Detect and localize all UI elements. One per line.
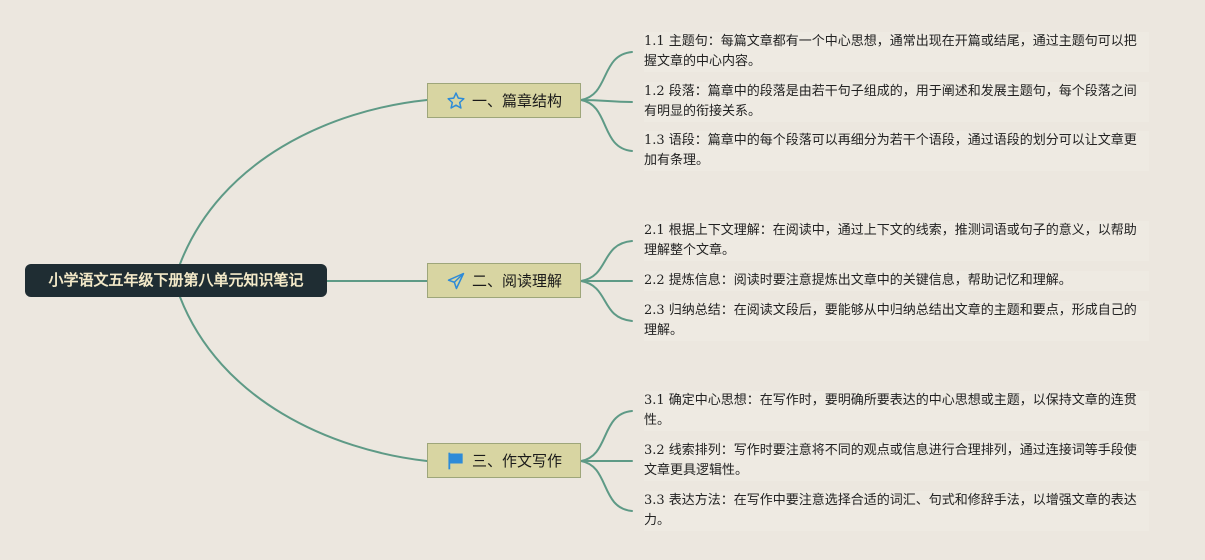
leaf-segment[interactable]: 1.3 语段：篇章中的每个段落可以再细分为若干个语段，通过语段的划分可以让文章更… xyxy=(644,131,1149,171)
connector-b3-leaf-1 xyxy=(580,410,633,462)
root-topic[interactable]: 小学语文五年级下册第八单元知识笔记 xyxy=(25,264,327,297)
leaf-expression-method[interactable]: 3.3 表达方法：在写作中要注意选择合适的词汇、句式和修辞手法，以增强文章的表达… xyxy=(644,491,1149,531)
connector-b2-leaf-1 xyxy=(580,240,633,282)
connector-b2-leaf-3 xyxy=(580,280,633,322)
branch-label: 二、阅读理解 xyxy=(471,272,562,290)
connector-b1-leaf-3 xyxy=(580,99,633,152)
connector-b1-leaf-1 xyxy=(580,51,633,101)
paper-plane-icon xyxy=(446,271,466,291)
connector-root-branch-1 xyxy=(179,99,428,265)
connector-b1-leaf-2 xyxy=(580,99,633,103)
leaf-paragraph[interactable]: 1.2 段落：篇章中的段落是由若干句子组成的，用于阐述和发展主题句，每个段落之间… xyxy=(644,82,1149,122)
leaf-central-idea[interactable]: 3.1 确定中心思想：在写作时，要明确所要表达的中心思想或主题，以保持文章的连贯… xyxy=(644,391,1149,431)
leaf-extract-info[interactable]: 2.2 提炼信息：阅读时要注意提炼出文章中的关键信息，帮助记忆和理解。 xyxy=(644,271,1149,291)
connector-root-branch-3 xyxy=(179,296,428,462)
leaf-summarize[interactable]: 2.3 归纳总结：在阅读文段后，要能够从中归纳总结出文章的主题和要点，形成自己的… xyxy=(644,301,1149,341)
branch-structure[interactable]: 一、篇章结构 xyxy=(427,83,581,118)
branch-label: 一、篇章结构 xyxy=(471,92,562,110)
branch-label: 三、作文写作 xyxy=(471,452,562,470)
leaf-topic-sentence[interactable]: 1.1 主题句：每篇文章都有一个中心思想，通常出现在开篇或结尾，通过主题句可以把… xyxy=(644,32,1149,72)
branch-writing[interactable]: 三、作文写作 xyxy=(427,443,581,478)
connector-b3-leaf-3 xyxy=(580,460,633,512)
leaf-clue-arrangement[interactable]: 3.2 线索排列：写作时要注意将不同的观点或信息进行合理排列，通过连接词等手段使… xyxy=(644,441,1149,481)
branch-reading[interactable]: 二、阅读理解 xyxy=(427,263,581,298)
flag-icon xyxy=(446,451,466,471)
star-icon xyxy=(446,91,466,111)
leaf-context-understanding[interactable]: 2.1 根据上下文理解：在阅读中，通过上下文的线索，推测词语或句子的意义，以帮助… xyxy=(644,221,1149,261)
